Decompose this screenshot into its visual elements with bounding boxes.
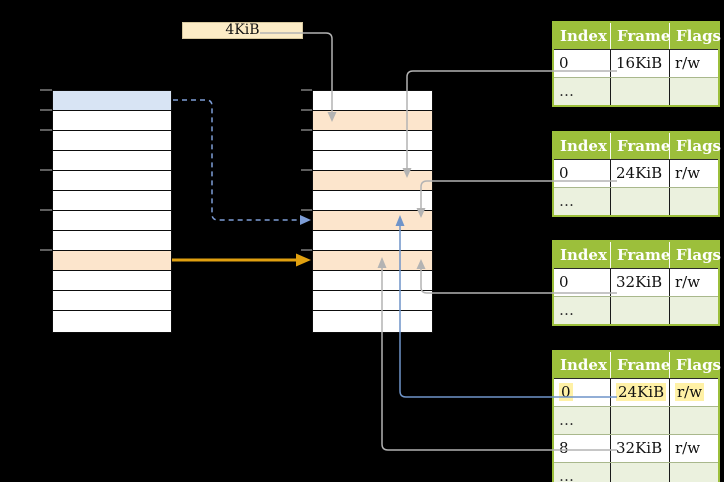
page-table-cell: r/w xyxy=(669,50,718,77)
highlighted-value: 24KiB xyxy=(616,383,667,401)
page-table-cell: 0 xyxy=(559,273,569,291)
page-table-cell xyxy=(610,297,669,324)
page-table-cell: 24KiB xyxy=(610,160,669,187)
page-table-header-cell: Index xyxy=(560,27,607,45)
page-table-cell: … xyxy=(554,297,610,324)
arrowhead-right-icon xyxy=(296,253,311,267)
page-table-cell xyxy=(610,78,669,105)
page-table-cell: r/w xyxy=(669,269,718,296)
page-table-header-cell: Frame xyxy=(610,133,670,159)
virtual-address-space-table xyxy=(52,90,172,333)
memory-row-orange xyxy=(53,251,171,271)
page-table-cell: … xyxy=(554,78,610,105)
page-table-cell: 32KiB xyxy=(610,269,669,296)
memory-row-orange xyxy=(313,111,432,131)
memory-row-white xyxy=(53,191,171,211)
memory-row-white xyxy=(53,171,171,191)
highlighted-value: r/w xyxy=(675,383,705,401)
page-table-header-cell: Frame xyxy=(610,352,670,378)
page-table-header-cell: Index xyxy=(560,246,607,264)
memory-row-orange xyxy=(313,211,432,231)
page-table-cell: 8 xyxy=(559,439,569,457)
page-table-row: 0 24KiB r/w xyxy=(554,378,718,406)
page-table-cell: r/w xyxy=(669,379,718,406)
page-table-cell: 0 xyxy=(554,379,610,406)
page-table-header-cell: Index xyxy=(560,137,607,155)
page-table-row: … xyxy=(554,77,718,105)
page-table-cell xyxy=(669,78,718,105)
page-size-box: 4KiB xyxy=(182,22,303,39)
page-table-cell: 32KiB xyxy=(610,435,669,462)
page-table-cell xyxy=(610,407,669,434)
page-table-cell: … xyxy=(554,463,610,482)
page-table-row: … xyxy=(554,296,718,324)
page-table-cell xyxy=(669,188,718,215)
page-table-row: … xyxy=(554,406,718,434)
memory-row-white xyxy=(53,291,171,311)
memory-row-white xyxy=(53,271,171,291)
page-table-cell: 24KiB xyxy=(610,379,669,406)
page-table-header-cell: Flags xyxy=(669,242,721,268)
page-table-cell: … xyxy=(554,407,610,434)
page-table-header-cell: Frame xyxy=(610,242,670,268)
page-table-header-cell: Flags xyxy=(669,352,721,378)
page-table-cell: r/w xyxy=(669,435,718,462)
page-table-cell: … xyxy=(554,188,610,215)
memory-row-white xyxy=(313,191,432,211)
page-table-cell xyxy=(610,463,669,482)
memory-row-white xyxy=(313,91,432,111)
page-table-cell: 16KiB xyxy=(610,50,669,77)
memory-row-blue xyxy=(53,91,171,111)
memory-row-white xyxy=(313,231,432,251)
memory-row-orange xyxy=(313,251,432,271)
memory-row-white xyxy=(313,291,432,311)
page-table-cell xyxy=(669,463,718,482)
page-directory-table xyxy=(312,90,433,333)
highlighted-value: 0 xyxy=(559,383,573,401)
page-table-header-cell: Flags xyxy=(669,23,721,49)
page-table-cell: r/w xyxy=(669,160,718,187)
memory-row-white xyxy=(313,131,432,151)
memory-row-white xyxy=(53,231,171,251)
memory-row-orange xyxy=(313,171,432,191)
page-size-label: 4KiB xyxy=(225,22,260,38)
page-table-header-cell: Flags xyxy=(669,133,721,159)
memory-row-white xyxy=(313,151,432,171)
page-table-header-cell: Frame xyxy=(610,23,670,49)
memory-row-white xyxy=(313,271,432,291)
memory-row-white xyxy=(53,151,171,171)
page-table-header-cell: Index xyxy=(560,356,607,374)
memory-row-white xyxy=(53,111,171,131)
arrowhead-right-icon xyxy=(300,215,311,225)
blue-entry-to-directory-connector xyxy=(173,99,300,221)
memory-row-white xyxy=(53,211,171,231)
page-table-cell xyxy=(610,188,669,215)
memory-row-white xyxy=(313,311,432,331)
memory-row-white xyxy=(53,131,171,151)
page-table-row: … xyxy=(554,462,718,482)
page-table-cell: 0 xyxy=(559,164,569,182)
page-table-cell xyxy=(669,297,718,324)
page-table-cell xyxy=(669,407,718,434)
memory-row-white xyxy=(53,311,171,331)
page-table-row: … xyxy=(554,187,718,215)
page-table-cell: 0 xyxy=(559,54,569,72)
